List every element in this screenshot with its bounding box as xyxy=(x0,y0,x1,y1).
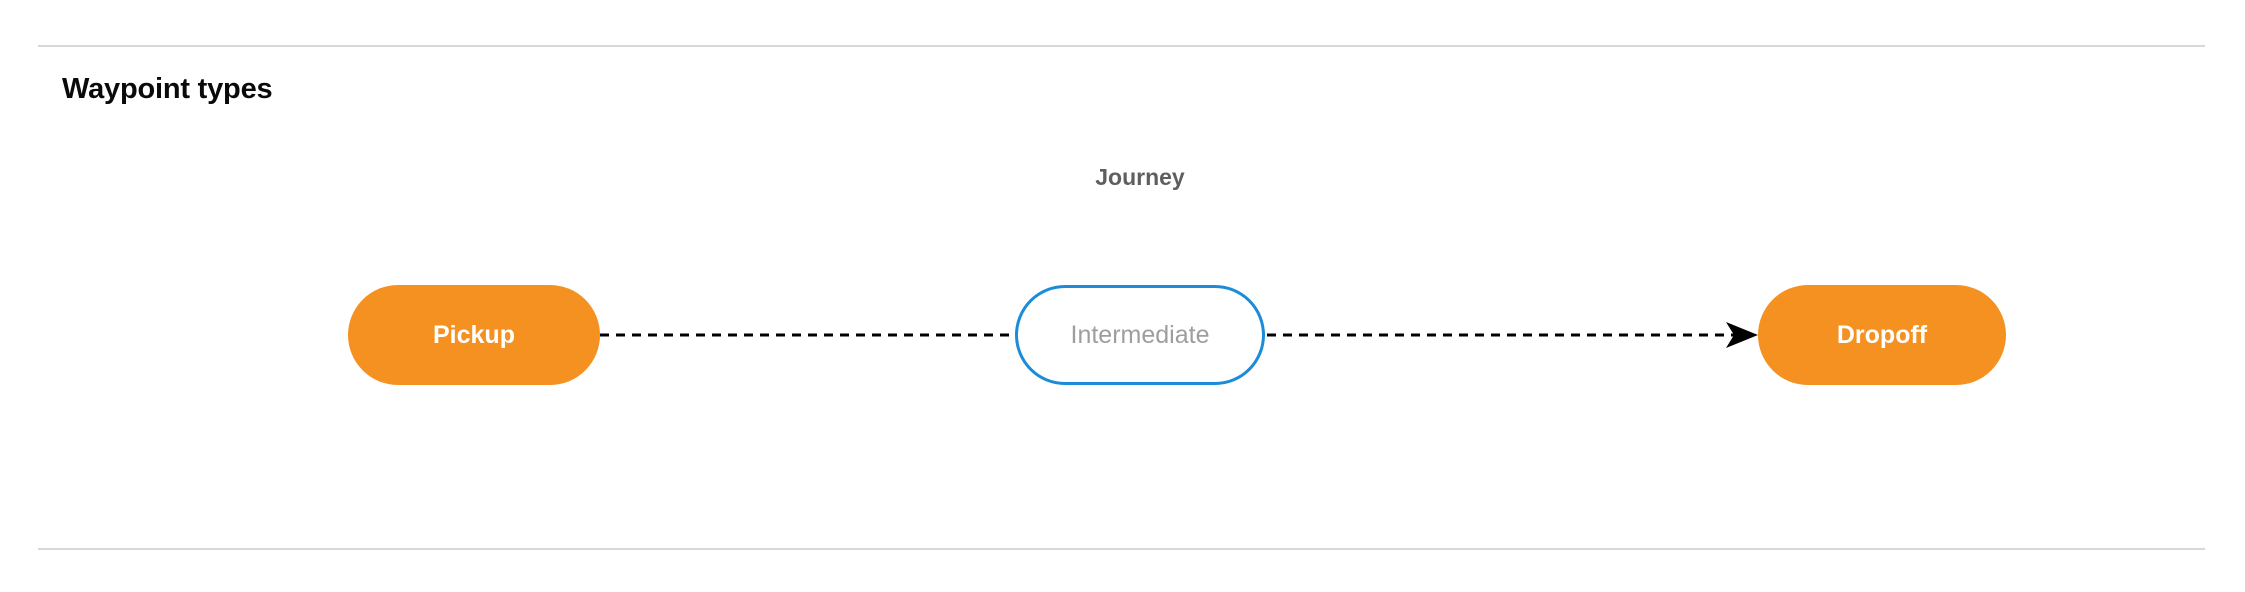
waypoint-node-pickup[interactable]: Pickup xyxy=(348,285,600,385)
arrowhead-icon xyxy=(1726,322,1758,348)
waypoint-node-dropoff[interactable]: Dropoff xyxy=(1758,285,2006,385)
section-divider-top xyxy=(38,45,2205,47)
waypoint-node-pickup-label: Pickup xyxy=(433,320,515,349)
journey-group-label: Journey xyxy=(1095,164,1185,190)
waypoint-node-intermediate-label: Intermediate xyxy=(1070,320,1210,349)
waypoint-node-intermediate[interactable]: Intermediate xyxy=(1015,285,1265,385)
page-title: Waypoint types xyxy=(62,73,273,105)
waypoint-node-dropoff-label: Dropoff xyxy=(1836,320,1928,349)
section-divider-bottom xyxy=(38,548,2205,550)
